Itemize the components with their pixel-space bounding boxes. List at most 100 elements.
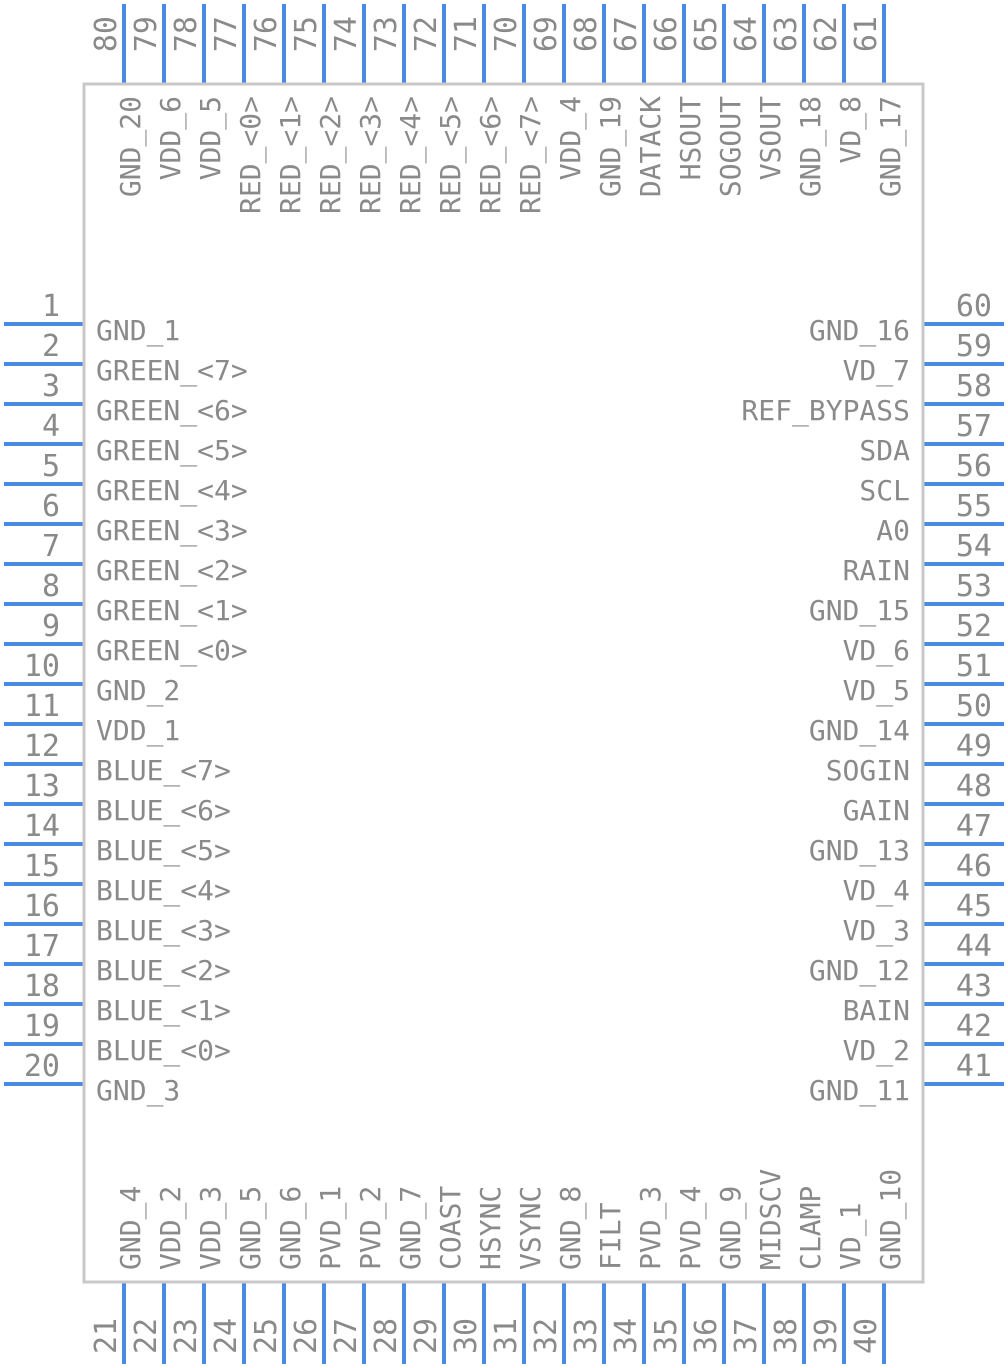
pin-name-bottom: GND_5 bbox=[234, 1186, 268, 1270]
pin-number-top: 76 bbox=[249, 16, 284, 52]
pin-number-left: 5 bbox=[42, 449, 60, 484]
pin-name-top: RED_<3> bbox=[354, 96, 388, 214]
pin-name-left: BLUE_<3> bbox=[96, 914, 231, 948]
pin-number-right: 50 bbox=[956, 689, 992, 724]
pin-name-right: RAIN bbox=[843, 554, 910, 587]
pin-name-top: VDD_6 bbox=[154, 96, 188, 180]
pin-name-right: VD_4 bbox=[843, 874, 910, 908]
pin-number-top: 70 bbox=[489, 16, 524, 52]
pin-number-left: 12 bbox=[24, 729, 60, 764]
pin-number-right: 49 bbox=[956, 729, 992, 764]
pin-number-right: 55 bbox=[956, 489, 992, 524]
pin-number-top: 72 bbox=[409, 16, 444, 52]
pin-name-top: RED_<7> bbox=[514, 96, 548, 214]
pin-number-left: 9 bbox=[42, 609, 60, 644]
pin-name-left: GND_3 bbox=[96, 1074, 180, 1108]
pin-number-bottom: 21 bbox=[89, 1318, 124, 1354]
pin-name-left: BLUE_<6> bbox=[96, 794, 231, 828]
pin-name-right: VD_2 bbox=[843, 1034, 910, 1068]
pin-number-bottom: 29 bbox=[409, 1318, 444, 1354]
pin-number-bottom: 26 bbox=[289, 1318, 324, 1354]
pin-name-left: GREEN_<4> bbox=[96, 474, 248, 508]
pin-number-bottom: 30 bbox=[449, 1318, 484, 1354]
pin-name-right: SOGIN bbox=[826, 754, 910, 787]
pin-number-right: 44 bbox=[956, 929, 992, 964]
pin-name-bottom: VDD_2 bbox=[154, 1186, 188, 1270]
pin-number-left: 17 bbox=[24, 929, 60, 964]
pin-name-bottom: GND_10 bbox=[874, 1169, 908, 1270]
pin-name-left: BLUE_<7> bbox=[96, 754, 231, 788]
pin-number-bottom: 38 bbox=[769, 1318, 804, 1354]
pin-name-top: RED_<2> bbox=[314, 96, 348, 214]
pin-name-top: VDD_4 bbox=[554, 96, 588, 180]
pin-name-bottom: PVD_2 bbox=[354, 1186, 388, 1270]
pin-number-left: 2 bbox=[42, 329, 60, 364]
pin-name-bottom: HSYNC bbox=[474, 1186, 507, 1270]
pin-number-top: 79 bbox=[129, 16, 164, 52]
pin-number-left: 14 bbox=[24, 809, 60, 844]
pin-name-right: REF_BYPASS bbox=[741, 394, 910, 428]
pin-number-bottom: 24 bbox=[209, 1318, 244, 1354]
pin-name-left: GREEN_<0> bbox=[96, 634, 248, 668]
pin-name-right: SDA bbox=[859, 434, 910, 467]
pin-name-bottom: GND_7 bbox=[394, 1186, 428, 1270]
pin-number-right: 59 bbox=[956, 329, 992, 364]
pin-name-bottom: GND_9 bbox=[714, 1186, 748, 1270]
pin-name-left: GND_2 bbox=[96, 674, 180, 708]
pin-name-right: SCL bbox=[859, 474, 910, 507]
pin-name-top: RED_<6> bbox=[474, 96, 508, 214]
pin-name-right: VD_7 bbox=[843, 354, 910, 388]
pin-number-left: 20 bbox=[24, 1049, 60, 1084]
ic-body bbox=[82, 82, 925, 1284]
pin-number-left: 15 bbox=[24, 849, 60, 884]
pin-name-top: RED_<0> bbox=[234, 96, 268, 214]
pin-name-right: GND_12 bbox=[809, 954, 910, 988]
pin-name-bottom: GND_6 bbox=[274, 1186, 308, 1270]
pin-name-left: BLUE_<0> bbox=[96, 1034, 231, 1068]
pin-number-bottom: 33 bbox=[569, 1318, 604, 1354]
pin-name-bottom: FILT bbox=[594, 1202, 627, 1270]
pin-number-left: 3 bbox=[42, 369, 60, 404]
pin-number-left: 4 bbox=[42, 409, 60, 444]
pin-number-top: 80 bbox=[89, 16, 124, 52]
pin-name-right: VD_6 bbox=[843, 634, 910, 668]
pin-number-top: 78 bbox=[169, 16, 204, 52]
pin-name-right: A0 bbox=[876, 514, 910, 547]
pin-number-top: 68 bbox=[569, 16, 604, 52]
pin-name-left: GREEN_<1> bbox=[96, 594, 248, 628]
pin-name-bottom: CLAMP bbox=[794, 1186, 827, 1270]
pin-name-right: GND_16 bbox=[809, 314, 910, 348]
pin-number-bottom: 35 bbox=[649, 1318, 684, 1354]
pin-name-top: HSOUT bbox=[674, 96, 707, 180]
pin-name-top: GND_20 bbox=[114, 96, 148, 197]
pin-number-bottom: 32 bbox=[529, 1318, 564, 1354]
pin-number-top: 73 bbox=[369, 16, 404, 52]
pin-number-right: 54 bbox=[956, 529, 992, 564]
pin-number-right: 47 bbox=[956, 809, 992, 844]
pin-number-right: 51 bbox=[956, 649, 992, 684]
pin-number-left: 8 bbox=[42, 569, 60, 604]
pin-number-top: 71 bbox=[449, 16, 484, 52]
pin-name-top: SOGOUT bbox=[714, 96, 747, 197]
pin-number-left: 16 bbox=[24, 889, 60, 924]
pin-number-bottom: 28 bbox=[369, 1318, 404, 1354]
pin-name-left: BLUE_<1> bbox=[96, 994, 231, 1028]
pin-number-bottom: 25 bbox=[249, 1318, 284, 1354]
pin-number-left: 13 bbox=[24, 769, 60, 804]
pin-name-left: GND_1 bbox=[96, 314, 180, 348]
pin-name-right: GND_11 bbox=[809, 1074, 910, 1108]
pin-name-bottom: PVD_3 bbox=[634, 1186, 668, 1270]
pin-number-left: 1 bbox=[42, 289, 60, 324]
pin-number-left: 10 bbox=[24, 649, 60, 684]
pin-number-top: 65 bbox=[689, 16, 724, 52]
pin-name-top: VDD_5 bbox=[194, 96, 228, 180]
pin-name-bottom: PVD_1 bbox=[314, 1186, 348, 1270]
pin-number-top: 74 bbox=[329, 16, 364, 52]
pin-number-left: 6 bbox=[42, 489, 60, 524]
pin-name-left: GREEN_<7> bbox=[96, 354, 248, 388]
pin-name-bottom: VSYNC bbox=[514, 1186, 547, 1270]
pin-name-right: BAIN bbox=[843, 994, 910, 1027]
pin-name-left: VDD_1 bbox=[96, 714, 180, 748]
pin-number-left: 18 bbox=[24, 969, 60, 1004]
pin-name-right: VD_5 bbox=[843, 674, 910, 708]
